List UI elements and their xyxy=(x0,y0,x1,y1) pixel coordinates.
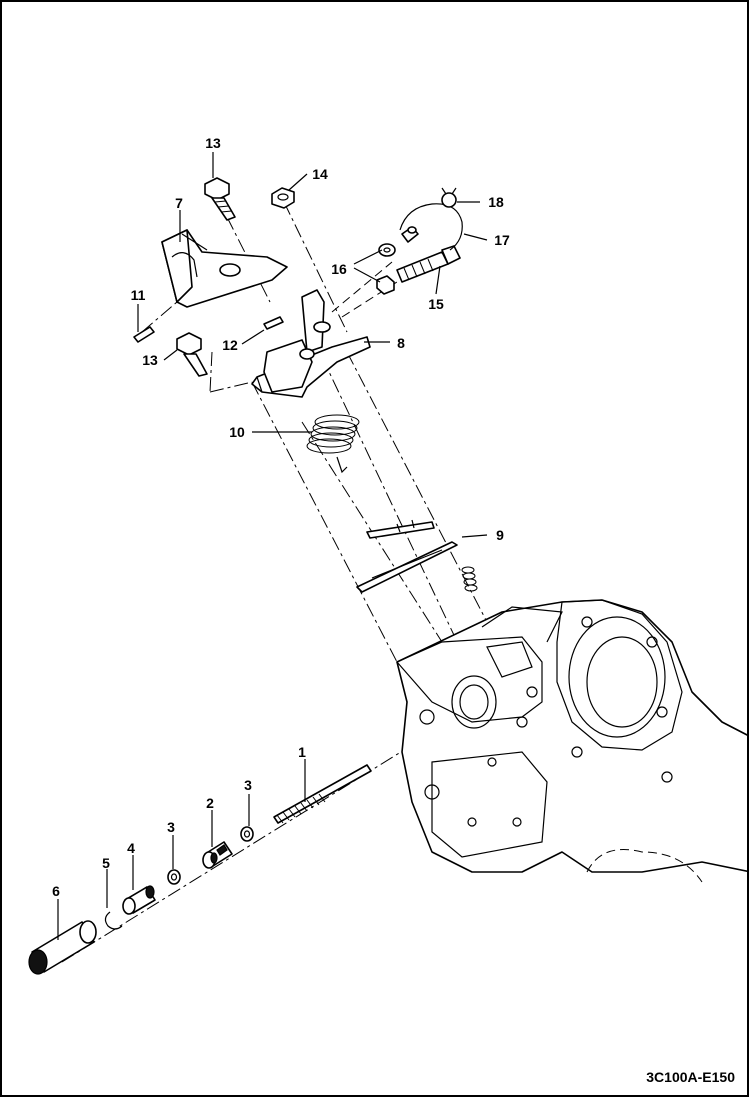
spring-part-10 xyxy=(306,414,360,474)
callout-5: 5 xyxy=(102,855,110,871)
callout-10: 10 xyxy=(229,424,245,440)
collar-part-4 xyxy=(122,885,156,915)
cap-part-6 xyxy=(28,920,97,975)
engine-housing xyxy=(396,599,747,883)
figure-code: 3C100A-E150 xyxy=(646,1069,735,1085)
washer-part-3-left xyxy=(167,869,181,885)
bracket-part-7 xyxy=(161,229,288,308)
rod-part-1 xyxy=(273,764,372,824)
pin-part-12 xyxy=(263,316,284,330)
leader-lines xyxy=(57,152,488,940)
assembly-center-lines xyxy=(61,201,488,963)
callout-8: 8 xyxy=(397,335,405,351)
ball-part-18 xyxy=(441,187,457,208)
callout-3-left: 3 xyxy=(167,819,175,835)
callout-17: 17 xyxy=(494,232,510,248)
callout-2: 2 xyxy=(206,795,214,811)
callout-13-top: 13 xyxy=(205,135,221,151)
callout-labels: 1 2 3 3 4 5 6 7 8 9 10 11 12 13 13 14 15… xyxy=(52,135,510,899)
solenoid-part-17 xyxy=(399,203,463,251)
callout-14: 14 xyxy=(312,166,328,182)
bolt-part-15 xyxy=(396,245,461,283)
callout-11: 11 xyxy=(131,287,146,303)
callout-6: 6 xyxy=(52,883,60,899)
callout-12: 12 xyxy=(222,337,238,353)
washer-part-16 xyxy=(376,243,396,295)
callout-18: 18 xyxy=(488,194,504,210)
callout-13-lower: 13 xyxy=(142,352,158,368)
washer-part-3-right xyxy=(240,826,254,842)
callout-3-right: 3 xyxy=(244,777,252,793)
callout-16: 16 xyxy=(331,261,347,277)
pin-part-11 xyxy=(133,326,155,343)
callout-9: 9 xyxy=(496,527,504,543)
lever-part-8 xyxy=(251,289,371,398)
linkage-part-9 xyxy=(356,519,478,593)
clip-part-5 xyxy=(104,911,123,930)
callout-4: 4 xyxy=(127,840,135,856)
sleeve-part-2 xyxy=(202,841,233,869)
callout-1: 1 xyxy=(298,744,306,760)
nut-part-14 xyxy=(271,187,295,209)
bolt-part-13-lower xyxy=(176,332,208,377)
bolt-part-13-top xyxy=(204,177,236,221)
callout-7: 7 xyxy=(175,195,183,211)
callout-15: 15 xyxy=(428,296,444,312)
